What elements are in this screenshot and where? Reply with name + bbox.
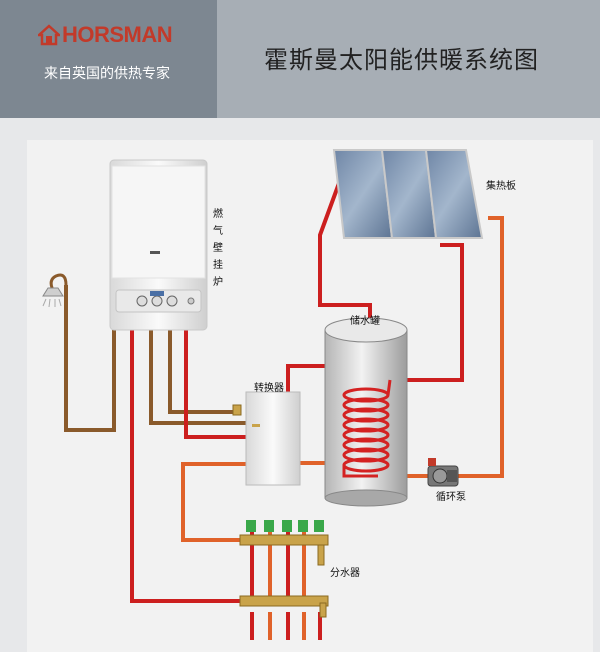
label-solar-panel: 集热板 — [486, 181, 516, 192]
water-distributor — [239, 520, 329, 618]
gas-boiler — [109, 159, 208, 331]
pipe-converter-to-tank-hot — [286, 364, 327, 392]
pipe-shower-line — [64, 285, 116, 432]
page-title: 霍斯曼太阳能供暖系统图 — [264, 46, 539, 74]
storage-tank — [324, 317, 408, 507]
label-distributor: 分水器 — [330, 568, 360, 579]
house-logo-icon — [38, 24, 60, 46]
heating-coil — [342, 379, 392, 478]
pipe-solar-supply — [318, 174, 372, 320]
label-storage-tank: 储水罐 — [350, 316, 380, 327]
pipe-boiler-to-distributor-return — [130, 330, 246, 603]
header-right-panel: 霍斯曼太阳能供暖系统图 — [217, 0, 600, 118]
pipe-boiler-to-converter-hot — [184, 330, 246, 439]
pipe-solar-to-coil — [390, 243, 464, 382]
converter-unit — [232, 391, 301, 486]
label-converter: 转换器 — [254, 383, 284, 394]
label-gas-boiler: 燃气壁挂炉 — [213, 209, 223, 288]
pipe-network — [64, 174, 504, 640]
brand-name: HORSMAN — [62, 22, 173, 47]
pipe-boiler-to-converter-copper — [149, 330, 246, 425]
header-left-panel: HORSMAN 来自英国的供热专家 — [0, 0, 217, 118]
label-pump: 循环泵 — [436, 492, 466, 503]
shower-head-icon — [42, 273, 68, 308]
pipe-converter-to-distributor — [181, 462, 246, 542]
solar-collector-panels — [332, 149, 484, 239]
circulation-pump — [427, 458, 459, 487]
tagline: 来自英国的供热专家 — [44, 66, 170, 82]
pipe-boiler-to-converter-copper-2 — [168, 330, 233, 414]
brand-logo: HORSMAN — [38, 22, 173, 48]
